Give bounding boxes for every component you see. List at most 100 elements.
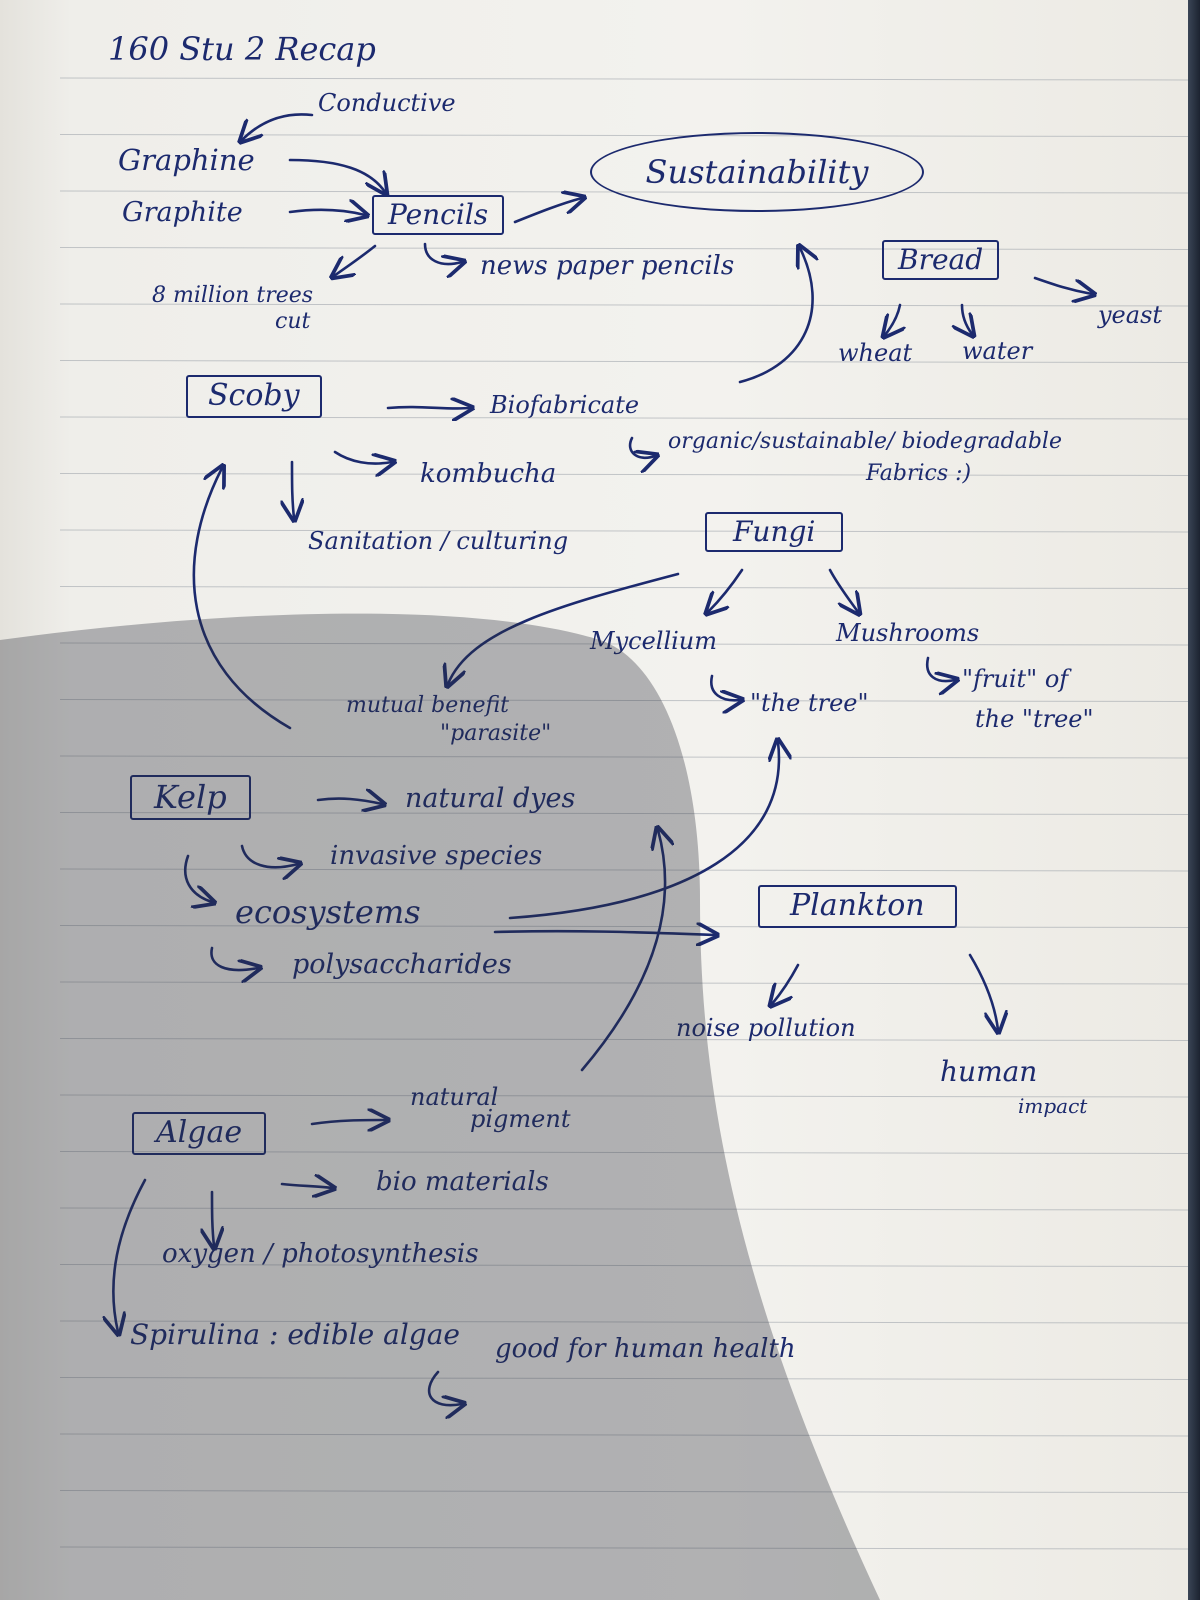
- ruled-line: [59, 303, 1189, 307]
- arrow-graphite-pencils: [288, 210, 365, 215]
- note-mushrooms: Mushrooms: [836, 619, 980, 647]
- ruled-line: [59, 1377, 1189, 1380]
- note-natural-pigment-2: pigment: [470, 1105, 571, 1133]
- ruled-line: [59, 1320, 1189, 1324]
- node-scoby: Scoby: [186, 375, 322, 418]
- arrow-bread-water: [962, 303, 972, 334]
- arrow-plankton-noise: [772, 963, 800, 1004]
- note-yeast: yeast: [1098, 301, 1163, 329]
- ruled-line: [59, 1490, 1189, 1493]
- ruled-line: [59, 1151, 1189, 1154]
- note-trees-cut-2: cut: [275, 309, 311, 334]
- note-good-for-health: good for human health: [495, 1334, 796, 1364]
- note-trees-cut-1: 8 million trees: [152, 283, 314, 308]
- arrow-spirulina-health: [427, 1370, 462, 1405]
- arrow-fungi-mutual: [448, 572, 680, 684]
- arrow-algae-spirulina: [113, 1178, 147, 1332]
- ruled-line: [59, 1433, 1189, 1437]
- arrow-kelp-invasive: [240, 844, 298, 867]
- ruled-line: [59, 1038, 1189, 1041]
- ruled-line: [59, 77, 1189, 81]
- arrow-mycellium-tree: [710, 674, 740, 700]
- notebook-binding: [1188, 0, 1200, 1600]
- note-fabrics-1: organic/sustainable/ biodegradable: [668, 429, 1062, 454]
- ruled-line: [59, 925, 1189, 928]
- arrow-ecosystems-plankton: [493, 931, 715, 935]
- arrow-ecosystems-tree: [508, 742, 779, 920]
- note-water: water: [962, 337, 1033, 365]
- arrow-kelp-dyes: [316, 799, 382, 804]
- note-bio-materials: bio materials: [376, 1167, 549, 1197]
- arrow-scoby-biofabricate: [386, 407, 470, 408]
- ruled-line: [59, 1546, 1189, 1550]
- note-natural-dyes: natural dyes: [405, 783, 576, 814]
- arrow-pencils-sustainability: [513, 198, 582, 224]
- note-polysaccharides: polysaccharides: [292, 949, 512, 980]
- note-the-tree: "the tree": [750, 689, 869, 717]
- ruled-line: [59, 247, 1189, 250]
- node-bread: Bread: [882, 240, 1000, 281]
- note-noise-pollution: noise pollution: [676, 1014, 856, 1042]
- node-algae: Algae: [132, 1112, 267, 1155]
- node-fungi: Fungi: [705, 512, 844, 553]
- arrow-graphine-pencils: [288, 158, 385, 192]
- ruled-line: [59, 1207, 1189, 1211]
- note-newspaper-pencils: news paper pencils: [480, 251, 735, 281]
- ruled-line: [59, 360, 1189, 363]
- arrow-algae-pigment: [310, 1120, 386, 1124]
- ruled-line: [59, 1264, 1189, 1267]
- note-parasite: "parasite": [440, 721, 552, 746]
- note-wheat: wheat: [838, 339, 913, 367]
- note-biofabricate: Biofabricate: [490, 391, 640, 419]
- node-pencils: Pencils: [372, 195, 505, 236]
- ruled-line: [59, 868, 1189, 872]
- ruled-line: [59, 699, 1189, 702]
- arrow-scoby-kombucha: [333, 450, 392, 464]
- note-fabrics-2: Fabrics :): [866, 461, 972, 486]
- note-fruit-2: the "tree": [975, 705, 1094, 733]
- arrow-bread-yeast: [1033, 276, 1092, 294]
- node-plankton: Plankton: [758, 885, 957, 928]
- page-title: 160 Stu 2 Recap: [108, 30, 376, 68]
- node-kelp: Kelp: [130, 775, 251, 820]
- ruled-line: [59, 642, 1189, 646]
- arrow-bread-wheat: [885, 303, 900, 335]
- ruled-line: [59, 529, 1189, 533]
- ruled-line: [59, 473, 1189, 476]
- note-human: human: [940, 1055, 1038, 1088]
- ruled-line: [59, 1094, 1189, 1098]
- note-invasive-species: invasive species: [330, 841, 543, 871]
- arrow-pigment-dyes: [580, 830, 665, 1072]
- node-sustainability: Sustainability: [590, 132, 924, 212]
- note-mutual-benefit: mutual benefit: [346, 693, 509, 718]
- arrow-plankton-human: [968, 953, 998, 1030]
- note-sanitation: Sanitation / culturing: [308, 527, 569, 555]
- arrow-algae-oxygen: [212, 1190, 214, 1246]
- arrow-fungi-mycellium: [708, 568, 744, 612]
- note-graphite: Graphite: [122, 197, 243, 228]
- arrow-biofabricate-fabrics: [628, 436, 655, 458]
- arrow-pencils-newspaper: [423, 242, 462, 264]
- arrow-conductive-graphine: [242, 113, 314, 140]
- note-graphine: Graphine: [118, 143, 255, 177]
- ruled-line: [59, 755, 1189, 759]
- ruled-line: [59, 812, 1189, 815]
- note-fruit-1: "fruit" of: [962, 665, 1069, 693]
- note-spirulina: Spirulina : edible algae: [130, 1318, 460, 1351]
- note-ecosystems: ecosystems: [235, 893, 421, 931]
- note-kombucha: kombucha: [420, 459, 557, 489]
- arrow-mushrooms-fruit: [925, 656, 955, 681]
- note-natural-pigment-1: natural: [410, 1083, 499, 1111]
- note-mycellium: Mycellium: [590, 627, 718, 655]
- arrow-scoby-sanitation: [292, 460, 294, 518]
- arrow-mutual-scoby: [192, 468, 292, 730]
- arrow-ecosystems-polysaccharides: [210, 946, 258, 970]
- arrow-biofabricate-sustainability: [738, 248, 813, 384]
- note-impact: impact: [1018, 1094, 1088, 1118]
- arrow-fungi-mushrooms: [828, 568, 858, 612]
- arrow-pencils-trees: [334, 244, 377, 276]
- arrow-kelp-ecosystems: [183, 854, 212, 902]
